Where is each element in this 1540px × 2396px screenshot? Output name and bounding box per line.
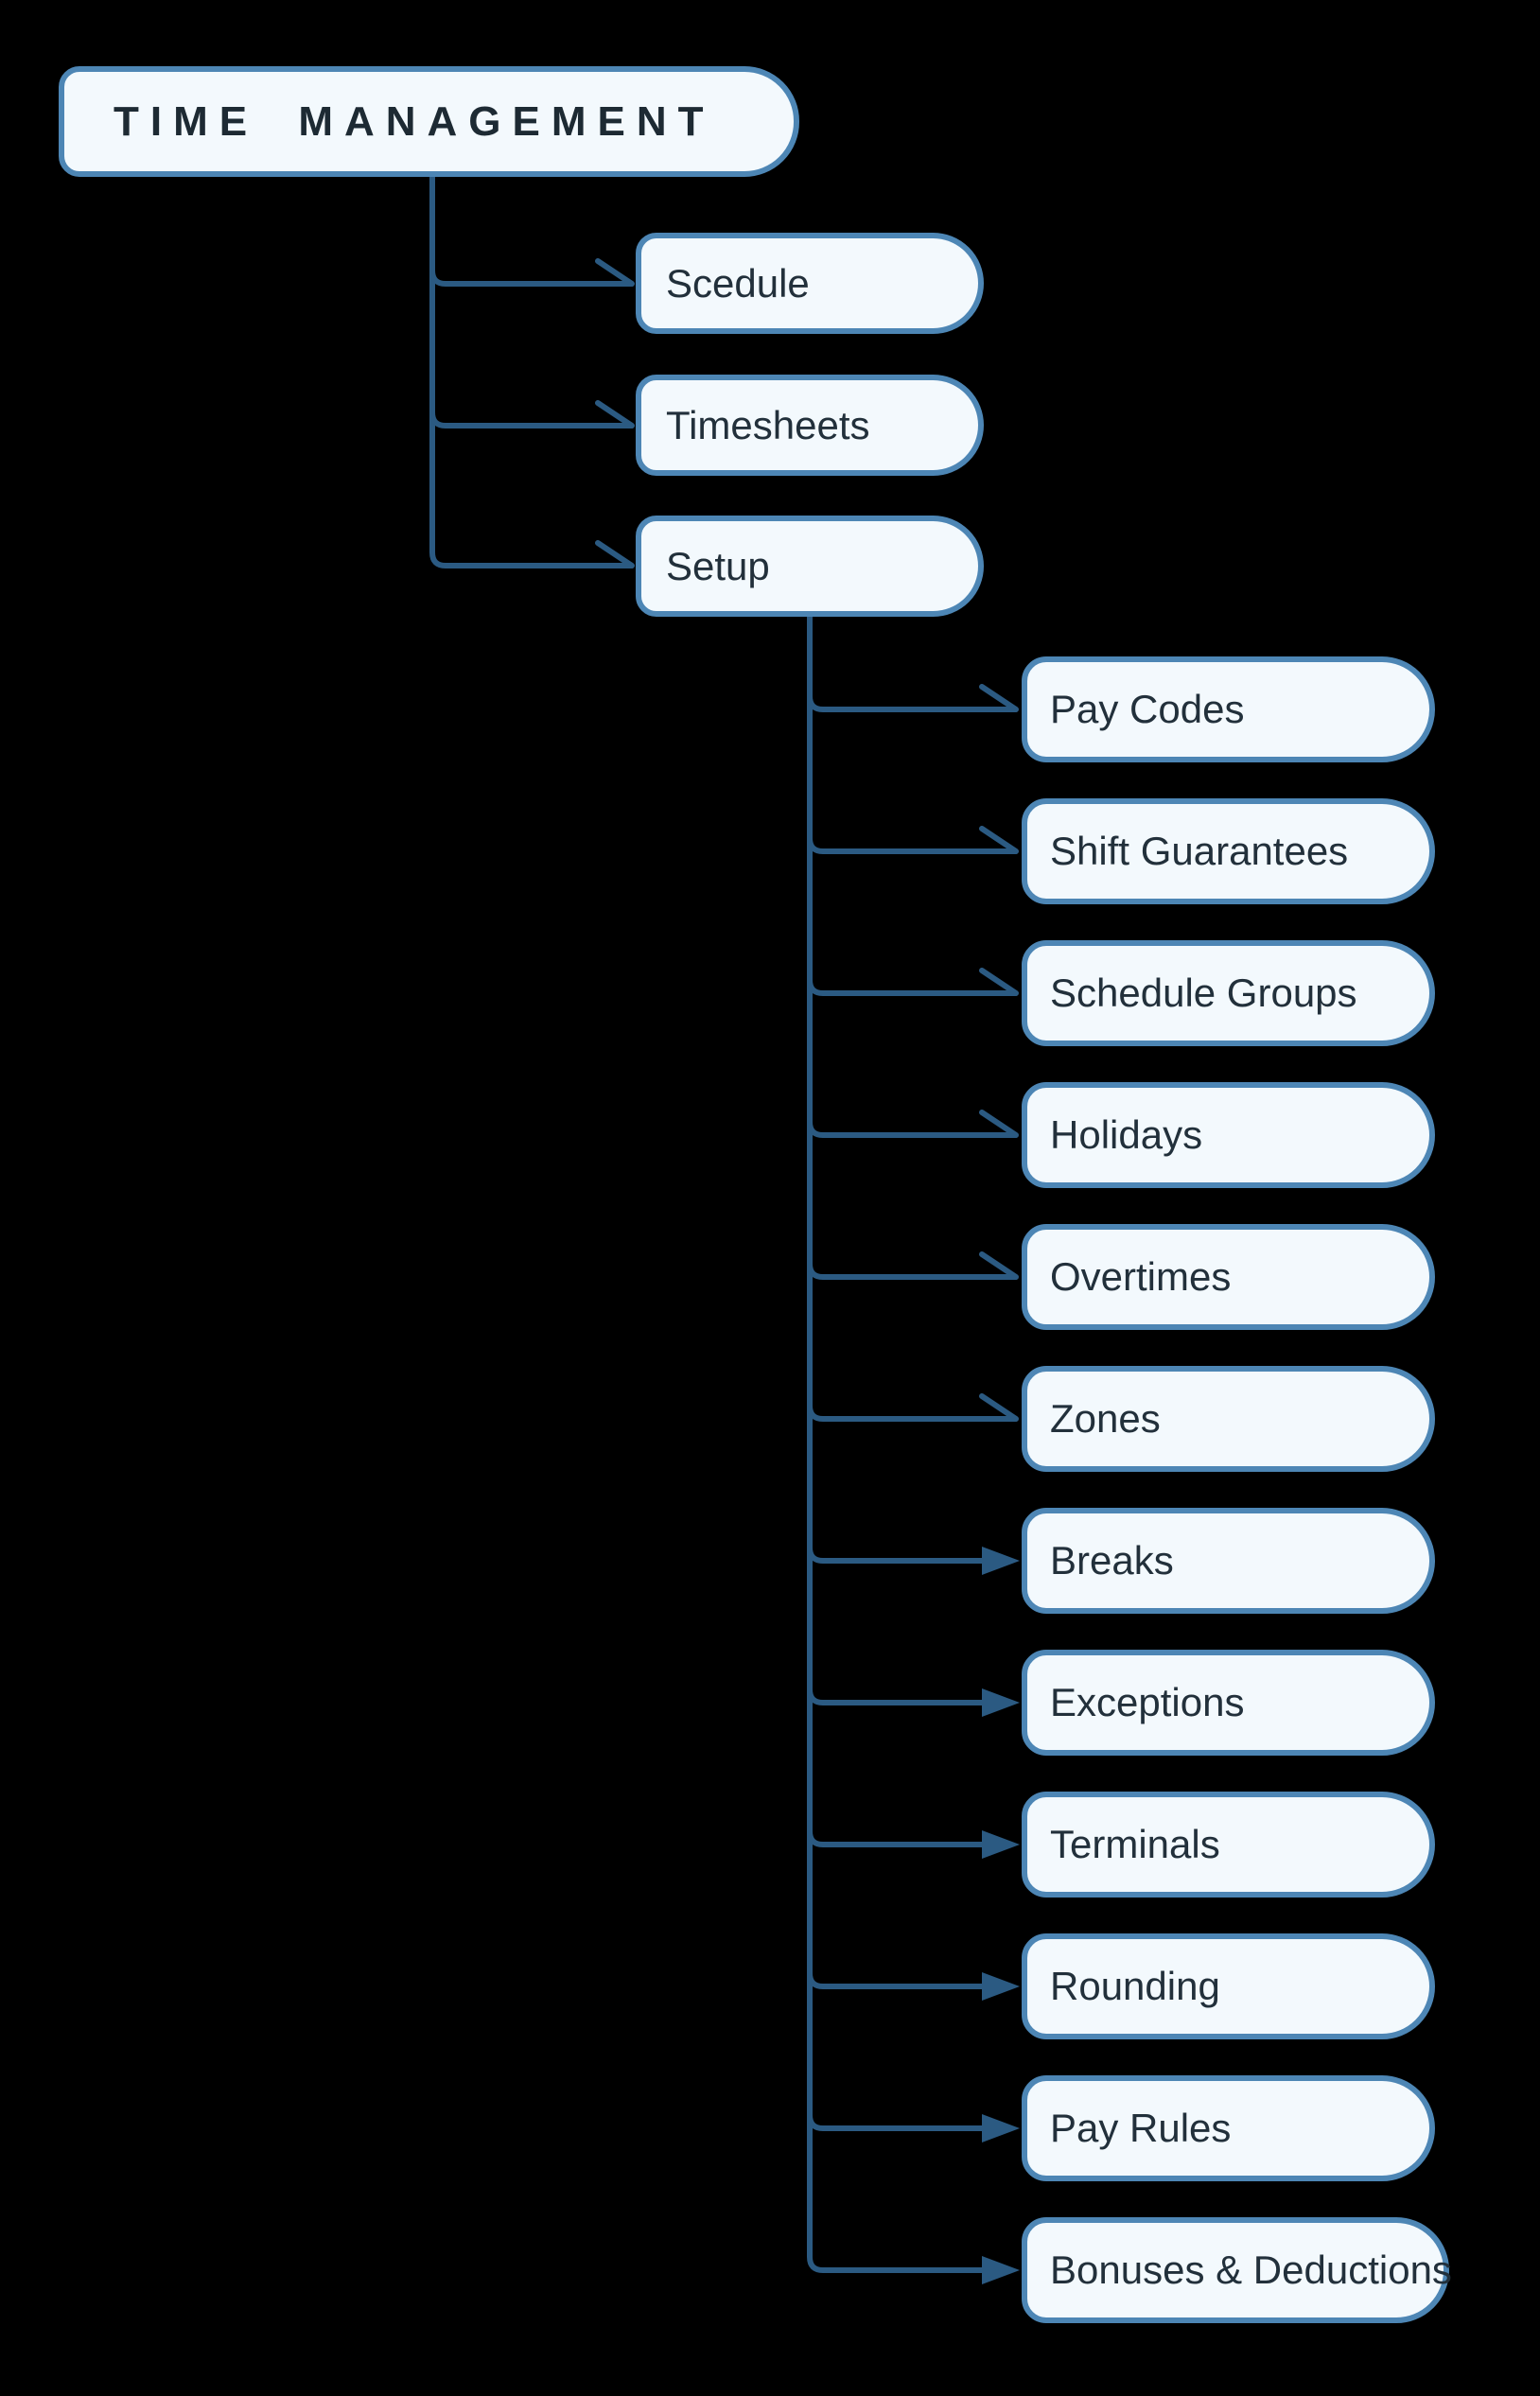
node-zones: Zones (1022, 1366, 1435, 1472)
open-arrowhead-icon (979, 1251, 1019, 1280)
node-bonuses-deductions: Bonuses & Deductions (1022, 2217, 1452, 2323)
open-arrowhead-icon (595, 540, 635, 568)
node-breaks: Breaks (1022, 1508, 1435, 1614)
node-holidays: Holidays (1022, 1082, 1435, 1188)
node-setup: Setup (636, 516, 984, 617)
filled-arrowhead-icon (982, 1547, 1020, 1575)
open-arrowhead-icon (595, 400, 635, 428)
node-exceptions: Exceptions (1022, 1650, 1435, 1756)
node-shift-guarantees: Shift Guarantees (1022, 798, 1435, 904)
open-arrowhead-icon (979, 684, 1019, 712)
open-arrowhead-icon (979, 1393, 1019, 1422)
open-arrowhead-icon (979, 826, 1019, 854)
filled-arrowhead-icon (982, 2256, 1020, 2284)
connector-group-root-children (429, 177, 635, 568)
node-schedule-groups: Schedule Groups (1022, 940, 1435, 1046)
open-arrowhead-icon (979, 968, 1019, 996)
node-pay-codes: Pay Codes (1022, 656, 1435, 762)
open-arrowhead-icon (595, 258, 635, 287)
connector-group-setup-children (807, 617, 1020, 2284)
node-rounding: Rounding (1022, 1933, 1435, 2039)
filled-arrowhead-icon (982, 1688, 1020, 1717)
node-pay-rules: Pay Rules (1022, 2075, 1435, 2181)
node-timesheets: Timesheets (636, 375, 984, 476)
node-overtimes: Overtimes (1022, 1224, 1435, 1330)
node-terminals: Terminals (1022, 1792, 1435, 1898)
filled-arrowhead-icon (982, 2114, 1020, 2142)
filled-arrowhead-icon (982, 1972, 1020, 2001)
node-time-management: TIME MANAGEMENT (59, 66, 799, 177)
node-scedule: Scedule (636, 233, 984, 334)
open-arrowhead-icon (979, 1110, 1019, 1138)
filled-arrowhead-icon (982, 1830, 1020, 1859)
